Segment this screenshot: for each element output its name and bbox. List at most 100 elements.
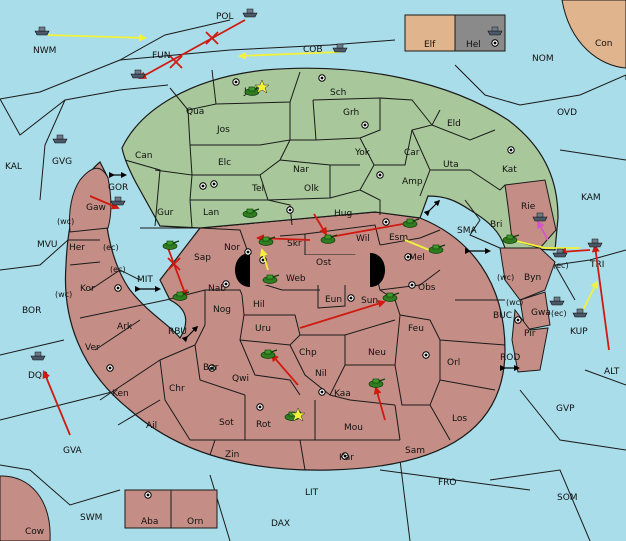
label-gaw: Gaw bbox=[86, 203, 106, 213]
label-buc: BUC bbox=[493, 311, 512, 321]
sc-nil bbox=[318, 388, 326, 396]
label-fro: FRO bbox=[438, 478, 457, 488]
label-gor: GOR bbox=[108, 183, 128, 193]
coast-kor-wc: (wc) bbox=[55, 290, 72, 299]
move-alt-tri bbox=[591, 244, 610, 351]
label-bar: Bar bbox=[203, 363, 219, 373]
label-lan: Lan bbox=[203, 208, 219, 218]
move-sap-nab bbox=[167, 247, 188, 298]
label-jos: Jos bbox=[216, 125, 230, 135]
label-sma: SMA bbox=[457, 226, 477, 236]
label-gvg: GVG bbox=[52, 157, 72, 167]
label-cob: COB bbox=[303, 45, 323, 55]
coast-gwa-wc: (wc) bbox=[506, 298, 523, 307]
sc-sch bbox=[318, 74, 326, 82]
label-gur: Gur bbox=[157, 208, 174, 218]
label-mou: Mou bbox=[344, 423, 363, 433]
label-rbu: RBU bbox=[168, 327, 187, 337]
move-pol-fun bbox=[138, 19, 246, 79]
support-skr bbox=[259, 248, 269, 271]
label-gvp: GVP bbox=[556, 404, 575, 414]
label-elc: Elc bbox=[218, 158, 231, 168]
label-pir: Pir bbox=[524, 329, 536, 339]
convoy-arrow-rie bbox=[537, 220, 549, 241]
label-ver: Ver bbox=[85, 343, 100, 353]
label-nog: Nog bbox=[213, 305, 231, 315]
sc-kor bbox=[114, 284, 122, 292]
land-byn[interactable] bbox=[499, 247, 556, 301]
label-neu: Neu bbox=[368, 348, 386, 358]
passage-sma bbox=[423, 199, 441, 217]
passage-markers bbox=[109, 172, 520, 371]
label-ark: Ark bbox=[117, 322, 133, 332]
land-gwa[interactable] bbox=[519, 291, 551, 331]
label-qwi: Qwi bbox=[232, 374, 249, 384]
label-sun: Sun bbox=[361, 296, 378, 306]
label-olk: Olk bbox=[304, 184, 320, 194]
label-kam: KAM bbox=[581, 193, 601, 203]
label-hil: Hil bbox=[253, 300, 265, 310]
coast-gwa-ec: (ec) bbox=[551, 309, 567, 318]
label-lit: LIT bbox=[305, 488, 319, 498]
support-nwm bbox=[47, 33, 147, 42]
label-rod: ROD bbox=[500, 353, 520, 363]
label-aba: Aba bbox=[141, 517, 158, 527]
label-gwa: Gwa bbox=[531, 308, 551, 318]
land-pir[interactable] bbox=[511, 308, 549, 373]
label-con: Con bbox=[595, 39, 613, 49]
sc-can bbox=[210, 180, 218, 188]
label-skr: Skr bbox=[287, 239, 302, 249]
star-rot bbox=[290, 407, 306, 422]
label-byn: Byn bbox=[524, 273, 541, 283]
star-jad bbox=[254, 79, 270, 94]
label-chr: Chr bbox=[169, 384, 185, 394]
sc-jad bbox=[232, 78, 240, 86]
move-uru-sun bbox=[299, 299, 386, 329]
label-wil: Wil bbox=[356, 234, 370, 244]
fail-mark-fun bbox=[169, 55, 183, 69]
move-tri-byn bbox=[558, 247, 591, 256]
label-amp: Amp bbox=[402, 177, 423, 187]
failed-order-marks bbox=[167, 31, 219, 271]
label-hug: Hug bbox=[334, 209, 352, 219]
label-los: Los bbox=[452, 414, 467, 424]
sc-eun bbox=[347, 294, 355, 302]
label-qua: Qua bbox=[186, 107, 204, 117]
label-uta: Uta bbox=[443, 160, 459, 170]
label-bor: BOR bbox=[22, 306, 41, 316]
sc-olk bbox=[286, 206, 294, 214]
label-mel: Mel bbox=[409, 253, 425, 263]
land-elf[interactable] bbox=[404, 14, 456, 52]
label-ail: Ail bbox=[146, 421, 157, 431]
coast-byn-wc: (wc) bbox=[497, 273, 514, 282]
move-orders bbox=[42, 19, 610, 436]
label-kup: KUP bbox=[570, 327, 588, 337]
move-gaw bbox=[89, 195, 120, 210]
label-her: Her bbox=[69, 243, 85, 253]
label-ovd: OVD bbox=[557, 108, 577, 118]
support-cob bbox=[238, 51, 341, 60]
sc-nor bbox=[244, 248, 252, 256]
label-can: Can bbox=[135, 151, 153, 161]
label-dqr: DQR bbox=[28, 371, 48, 381]
label-kal: KAL bbox=[5, 162, 22, 172]
sc-yok bbox=[376, 171, 384, 179]
support-kup bbox=[582, 280, 598, 311]
fail-mark-sap bbox=[167, 257, 181, 271]
land-orn[interactable] bbox=[170, 489, 218, 529]
green-borders bbox=[124, 69, 506, 249]
center-barrier bbox=[235, 253, 385, 287]
sc-kat bbox=[507, 146, 515, 154]
land-gaw[interactable] bbox=[69, 167, 112, 233]
red-borders bbox=[68, 224, 506, 471]
sc-ver bbox=[106, 364, 114, 372]
green-landmass bbox=[121, 67, 559, 251]
label-feu: Feu bbox=[408, 324, 424, 334]
label-pol: POL bbox=[216, 12, 234, 22]
coast-labels: (wc) (ec) (ec) (wc) (wc) (ec) (wc) (ec) bbox=[55, 217, 569, 318]
label-kat: Kat bbox=[502, 165, 517, 175]
label-chp: Chp bbox=[299, 348, 317, 358]
label-som: SOM bbox=[557, 493, 578, 503]
label-rie: Rie bbox=[521, 202, 536, 212]
